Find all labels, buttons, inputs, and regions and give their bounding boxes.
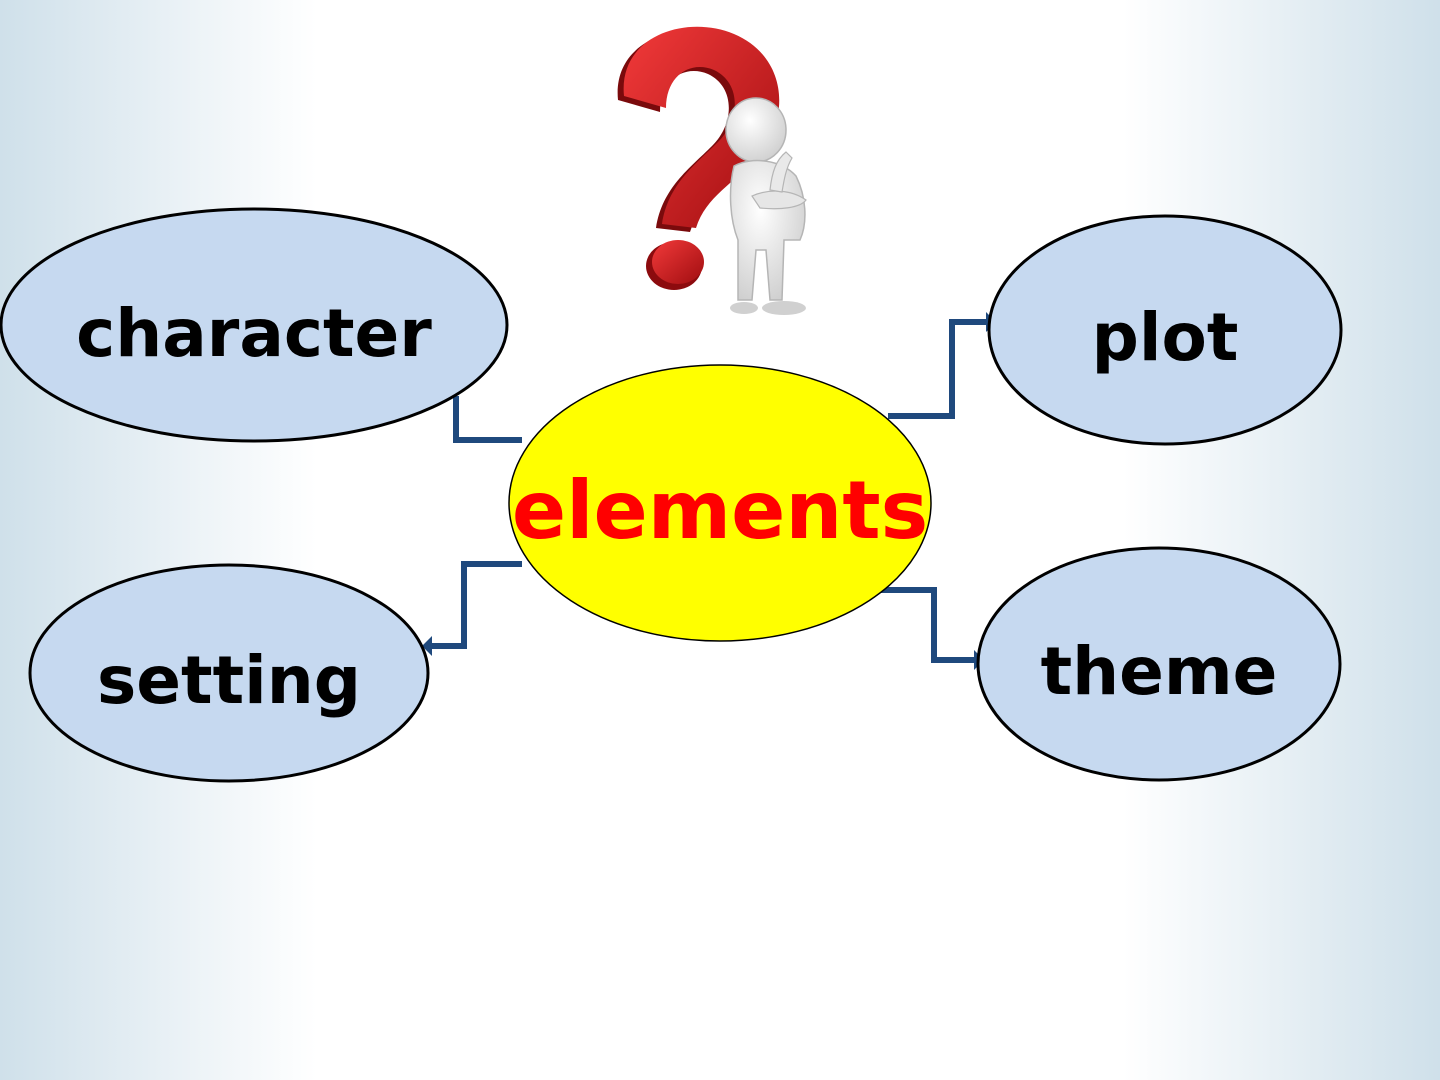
thinking-figure-icon	[725, 97, 807, 315]
connector-theme	[870, 587, 976, 663]
node-plot: plot	[987, 214, 1343, 446]
node-label-character: character	[76, 295, 432, 372]
center-node: elements	[508, 364, 932, 642]
arrowhead-setting	[422, 636, 432, 656]
node-character: character	[0, 207, 509, 443]
node-label-plot: plot	[1092, 299, 1239, 376]
node-setting: setting	[28, 563, 430, 783]
connector-plot	[888, 319, 988, 419]
question-mark-icon	[617, 26, 780, 290]
center-node-label: elements	[512, 464, 928, 557]
node-theme: theme	[976, 546, 1342, 782]
node-label-setting: setting	[97, 642, 361, 719]
question-mark-thinking-figure-icon	[617, 26, 807, 315]
connector-character	[453, 396, 522, 443]
connectors	[426, 319, 988, 663]
connector-setting	[426, 561, 522, 649]
node-label-theme: theme	[1041, 633, 1278, 710]
